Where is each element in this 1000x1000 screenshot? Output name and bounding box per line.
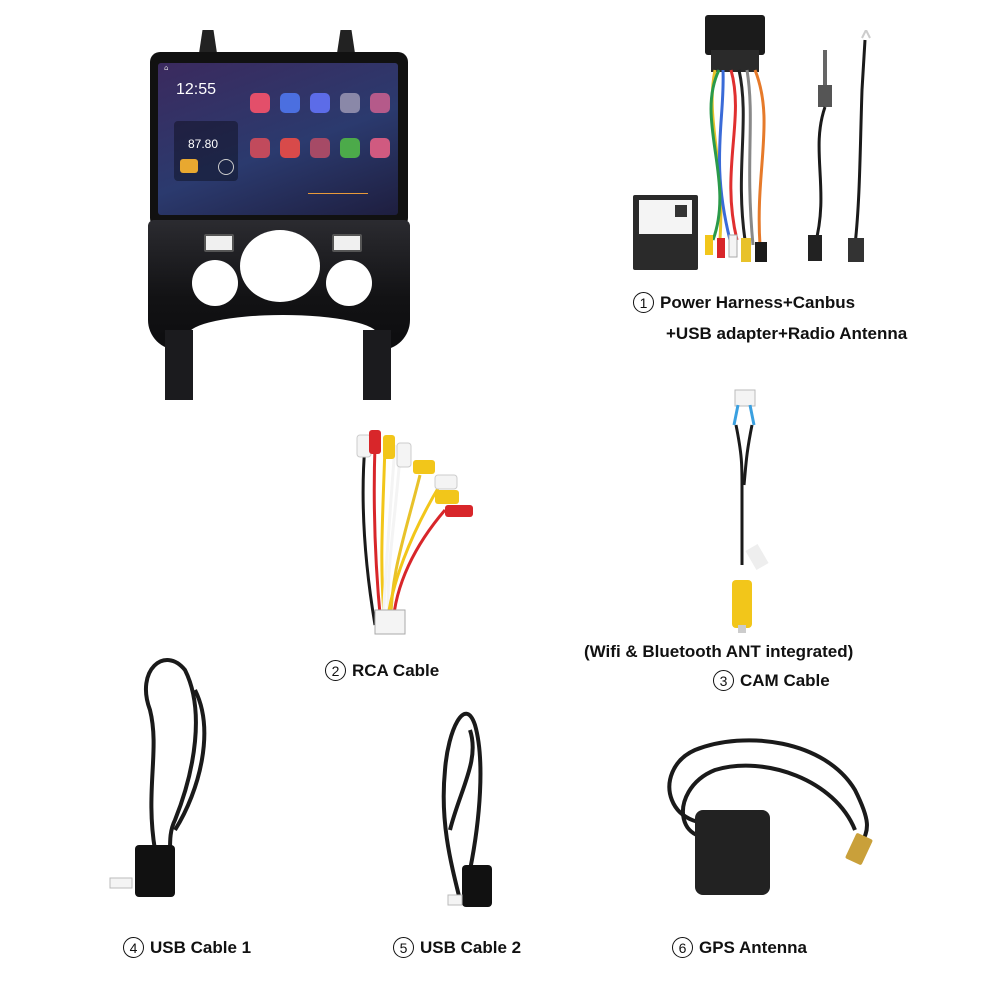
rca-plug bbox=[356, 434, 372, 458]
item-number: 1 bbox=[633, 292, 654, 313]
harness-connector bbox=[705, 15, 765, 55]
app-icon bbox=[340, 93, 360, 113]
rca-plug bbox=[705, 235, 713, 255]
app-icon bbox=[250, 93, 270, 113]
usb-connector bbox=[135, 845, 175, 897]
item-number: 3 bbox=[713, 670, 734, 691]
button-slot bbox=[332, 234, 362, 252]
app-icon bbox=[250, 138, 270, 158]
page-indicator bbox=[308, 193, 368, 194]
fascia-cutout bbox=[188, 315, 378, 355]
caption-item-5: 5 USB Cable 2 bbox=[393, 937, 521, 958]
caption-text: USB Cable 2 bbox=[420, 937, 522, 957]
rca-plug bbox=[445, 505, 473, 517]
app-icon bbox=[280, 93, 300, 113]
item-number: 5 bbox=[393, 937, 414, 958]
mount-bracket-right bbox=[363, 330, 391, 400]
app-icon bbox=[370, 93, 390, 113]
caption-text: RCA Cable bbox=[352, 660, 440, 680]
vent-hole-center bbox=[240, 230, 320, 302]
dash-fascia bbox=[148, 220, 410, 355]
caption-text: GPS Antenna bbox=[699, 937, 807, 957]
power-harness-canbus-image bbox=[633, 15, 767, 270]
usb-cable-1-image bbox=[109, 658, 207, 897]
button-slot bbox=[204, 234, 234, 252]
app-icon bbox=[340, 138, 360, 158]
caption-item-6: 6 GPS Antenna bbox=[672, 937, 807, 958]
item-number: 2 bbox=[325, 660, 346, 681]
touchscreen-display: ⌂ 12:55 87.80 bbox=[158, 63, 398, 215]
mount-tab-left bbox=[199, 30, 217, 52]
caption-item-1-line-1: 1 Power Harness+Canbus bbox=[633, 292, 855, 313]
clock-widget: 12:55 bbox=[176, 81, 236, 121]
clock-time: 12:55 bbox=[176, 81, 217, 98]
status-bar: ⌂ bbox=[158, 63, 398, 75]
rca-plug bbox=[717, 238, 725, 258]
item-number: 6 bbox=[672, 937, 693, 958]
rca-plug bbox=[732, 580, 752, 628]
vent-hole-right bbox=[326, 260, 372, 306]
gps-antenna-image bbox=[667, 738, 873, 895]
rca-plug bbox=[435, 490, 459, 504]
mount-bracket-left bbox=[165, 330, 193, 400]
vent-hole-left bbox=[192, 260, 238, 306]
rca-plug bbox=[413, 460, 435, 474]
caption-item-3: 3 CAM Cable bbox=[713, 670, 830, 691]
radio-control-icon bbox=[180, 159, 198, 173]
camera-cable-image bbox=[732, 389, 769, 633]
gps-receiver-puck bbox=[695, 810, 770, 895]
car-stereo-head-unit: ⌂ 12:55 87.80 bbox=[145, 30, 410, 400]
rca-cable-image bbox=[356, 430, 473, 635]
radio-widget: 87.80 bbox=[174, 121, 238, 181]
caption-item-4: 4 USB Cable 1 bbox=[123, 937, 251, 958]
item-number: 4 bbox=[123, 937, 144, 958]
caption-note: (Wifi & Bluetooth ANT integrated) bbox=[584, 642, 854, 661]
rca-harness-connector bbox=[374, 609, 406, 635]
radio-antenna-cables-image bbox=[808, 30, 871, 262]
usb-cable-2-image bbox=[441, 711, 492, 907]
caption-text: CAM Cable bbox=[740, 670, 830, 690]
antenna-plug bbox=[818, 85, 832, 107]
usb-connector bbox=[462, 865, 492, 907]
caption-item-1-line-2: +USB adapter+Radio Antenna bbox=[666, 324, 907, 344]
rca-plug bbox=[369, 430, 381, 454]
rca-plug bbox=[434, 474, 458, 490]
mount-tab-right bbox=[337, 30, 355, 52]
caption-item-3-note: (Wifi & Bluetooth ANT integrated) bbox=[584, 642, 853, 662]
caption-item-2: 2 RCA Cable bbox=[325, 660, 439, 681]
app-icon bbox=[310, 138, 330, 158]
caption-text: +USB adapter+Radio Antenna bbox=[666, 324, 908, 343]
home-icon: ⌂ bbox=[164, 64, 169, 72]
rca-plug bbox=[396, 442, 412, 468]
app-icon bbox=[280, 138, 300, 158]
rca-plug bbox=[383, 435, 395, 459]
app-icon bbox=[310, 93, 330, 113]
radio-knob-icon bbox=[218, 159, 234, 175]
caption-text: USB Cable 1 bbox=[150, 937, 252, 957]
gps-connector bbox=[845, 833, 873, 865]
caption-text: Power Harness+Canbus bbox=[660, 292, 856, 312]
app-icon bbox=[370, 138, 390, 158]
radio-frequency: 87.80 bbox=[188, 137, 219, 151]
